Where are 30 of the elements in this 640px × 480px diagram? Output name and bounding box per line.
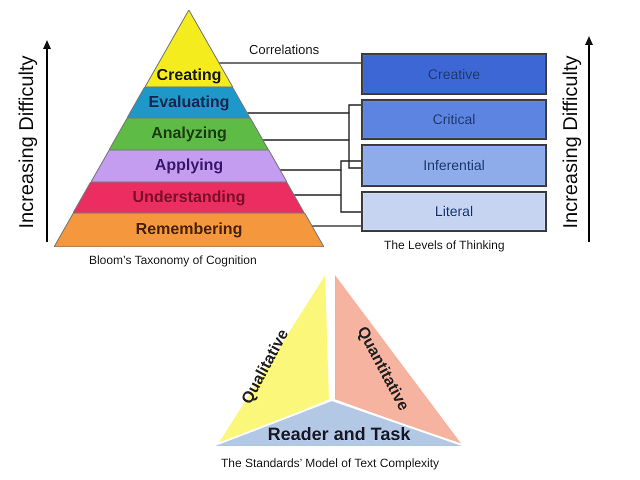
level-box <box>361 53 547 95</box>
connector-line <box>263 139 361 169</box>
caption: The Standards’ Model of Text Complexity <box>220 455 440 472</box>
level-text: Critical <box>432 110 476 129</box>
connector-line <box>294 194 361 213</box>
level-text: Creating <box>156 68 222 86</box>
pyramid-level <box>109 118 269 150</box>
axis-label: Increasing Difficulty <box>559 54 580 231</box>
caption: Bloom’s Taxonomy of Cognition <box>89 252 257 269</box>
level-text: Evaluating <box>148 94 230 110</box>
level-text: Remembering <box>136 222 242 238</box>
pyramid-level <box>145 10 233 87</box>
level-text: Applying <box>154 158 224 174</box>
level-box <box>361 144 547 187</box>
pyramid-level <box>54 213 324 247</box>
level-box <box>361 99 547 140</box>
level-box <box>361 191 547 232</box>
axis-label: Increasing Difficulty <box>15 54 36 231</box>
level-text: Understanding <box>132 190 246 206</box>
caption: The Levels of Thinking <box>384 237 505 254</box>
connector-line <box>218 62 361 64</box>
pyramid-level <box>73 182 305 213</box>
level-text: Inferential <box>423 156 485 175</box>
heading-text: Correlations <box>249 41 320 59</box>
level-text: Literal <box>434 202 474 221</box>
pyramid-level <box>127 87 250 118</box>
connector-line <box>311 225 361 227</box>
level-text: Analyzing <box>151 126 227 142</box>
level-text: Creative <box>428 64 480 84</box>
pyramid-level <box>91 150 287 182</box>
